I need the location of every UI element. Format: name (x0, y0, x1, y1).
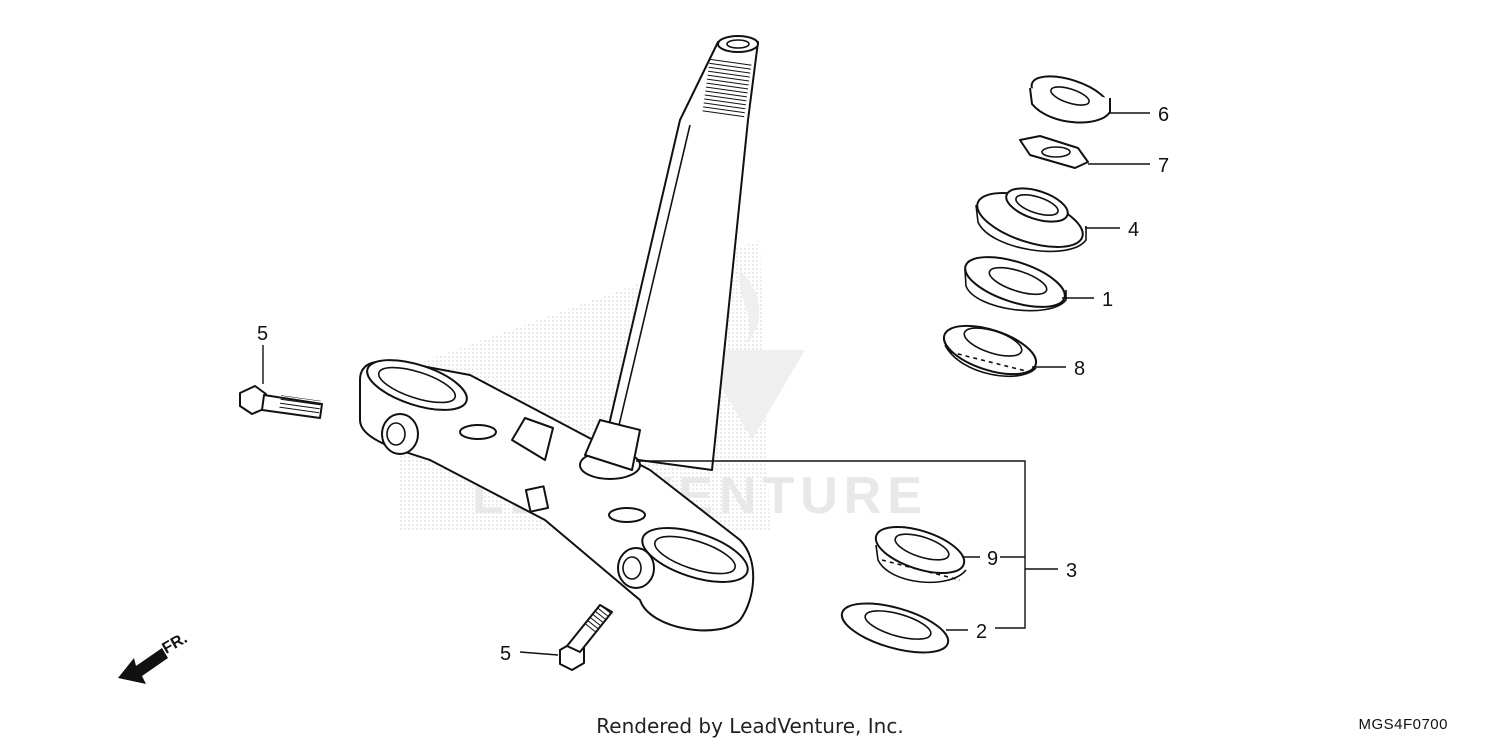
upper-bearing-8 (942, 324, 1038, 377)
diagram-code: MGS4F0700 (1358, 716, 1448, 733)
callouts: 6 7 4 1 8 9 2 3 5 5 (257, 104, 1169, 665)
callout-3: 3 (1066, 560, 1077, 582)
dust-seal-2 (840, 602, 950, 654)
lock-washer-7 (1019, 135, 1089, 169)
callout-8: 8 (1074, 358, 1085, 380)
callout-5-upper: 5 (257, 323, 268, 345)
front-direction-indicator: FR. (118, 630, 190, 684)
callout-2: 2 (976, 621, 987, 643)
lock-nut-6 (1029, 75, 1111, 124)
leader-lines (262, 112, 1150, 656)
callout-6: 6 (1158, 104, 1169, 126)
bolt-upper-left (239, 385, 323, 419)
adjusting-nut-4 (975, 187, 1087, 253)
callout-7: 7 (1158, 155, 1169, 177)
bolt-lower (559, 603, 613, 671)
callout-4: 4 (1128, 219, 1139, 241)
callout-9: 9 (987, 548, 998, 570)
watermark-logo-icon (700, 350, 805, 440)
upper-race-1 (964, 256, 1067, 312)
steering-stem-assembly (359, 35, 759, 632)
rendered-by-credit: Rendered by LeadVenture, Inc. (596, 714, 904, 738)
callout-5-lower: 5 (500, 643, 511, 665)
front-arrow-icon (118, 648, 168, 684)
lower-bearing-9 (874, 526, 967, 584)
callout-1: 1 (1102, 289, 1113, 311)
